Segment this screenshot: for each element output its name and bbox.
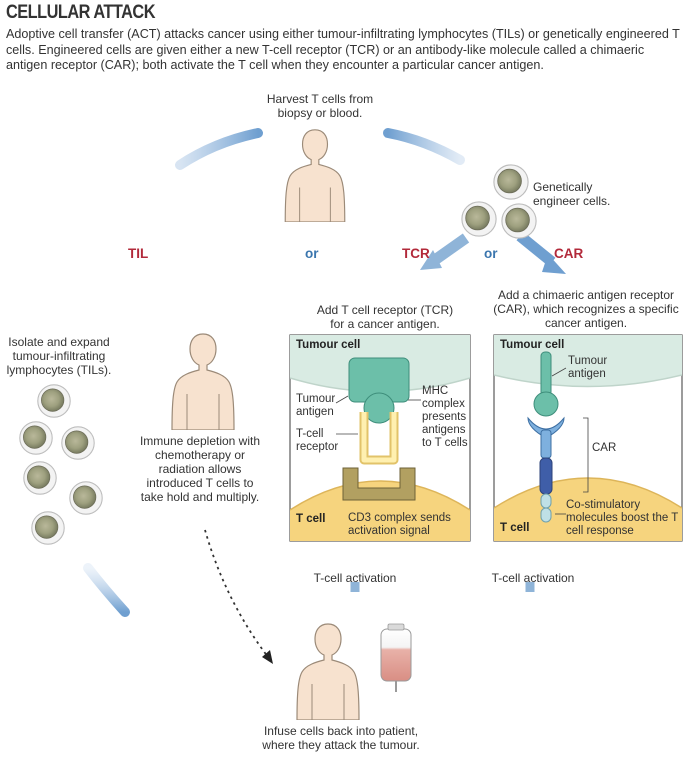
label-til: TIL	[128, 246, 149, 261]
tcr-cd3-label: CD3 complex sends activation signal	[348, 512, 451, 537]
tcr-caption: Add T cell receptor (TCR) for a cancer a…	[316, 303, 454, 331]
arrow-to-tcr	[428, 233, 470, 267]
tcr-t-cell-label: T cell	[296, 513, 326, 525]
infuse-caption: Infuse cells back into patient, where th…	[262, 724, 420, 752]
intro-paragraph: Adoptive cell transfer (ACT) attacks can…	[6, 27, 680, 72]
iv-bag-icon	[380, 623, 412, 692]
car-tumour-antigen-label: Tumour antigen	[568, 355, 608, 380]
arrow-to-car	[516, 231, 556, 267]
activation-tcr-label: T-cell activation	[313, 571, 397, 585]
immune-caption: Immune depletion with chemotherapy or ra…	[139, 434, 261, 504]
arc-left-bottom	[83, 563, 130, 617]
car-t-cell-label: T cell	[500, 522, 530, 534]
isolate-caption: Isolate and expand tumour-infiltrating l…	[6, 335, 112, 377]
genetically-caption: Genetically engineer cells.	[533, 180, 611, 208]
car-panel	[493, 334, 683, 542]
person-top	[284, 129, 346, 222]
tcr-tumour-cell-label: Tumour cell	[296, 339, 361, 351]
car-tumour-cell-label: Tumour cell	[500, 339, 565, 351]
harvest-caption: Harvest T cells from biopsy or blood.	[266, 92, 374, 120]
figure-title: CELLULAR ATTACK	[6, 2, 155, 23]
activation-car-label: T-cell activation	[491, 571, 575, 585]
person-middle	[171, 333, 235, 430]
label-or-2: or	[484, 246, 498, 261]
car-car-label: CAR	[592, 442, 617, 454]
car-caption: Add a chimaeric antigen receptor (CAR), …	[493, 288, 679, 330]
arc-right-top	[383, 128, 465, 165]
car-costim-label: Co-stimulatory molecules boost the T cel…	[566, 499, 679, 537]
tcr-tumour-antigen-label: Tumour antigen	[296, 393, 336, 418]
label-or-1: or	[305, 246, 319, 261]
arc-left-top	[175, 128, 263, 170]
person-bottom	[296, 623, 360, 720]
dotted-arrow	[204, 529, 269, 658]
tcr-receptor-label: T-cell receptor	[296, 428, 339, 453]
label-tcr: TCR	[402, 246, 430, 261]
label-car: CAR	[554, 246, 584, 261]
tcr-mhc-label: MHC complex presents antigens to T cells	[422, 385, 468, 449]
tcr-panel	[289, 334, 471, 542]
